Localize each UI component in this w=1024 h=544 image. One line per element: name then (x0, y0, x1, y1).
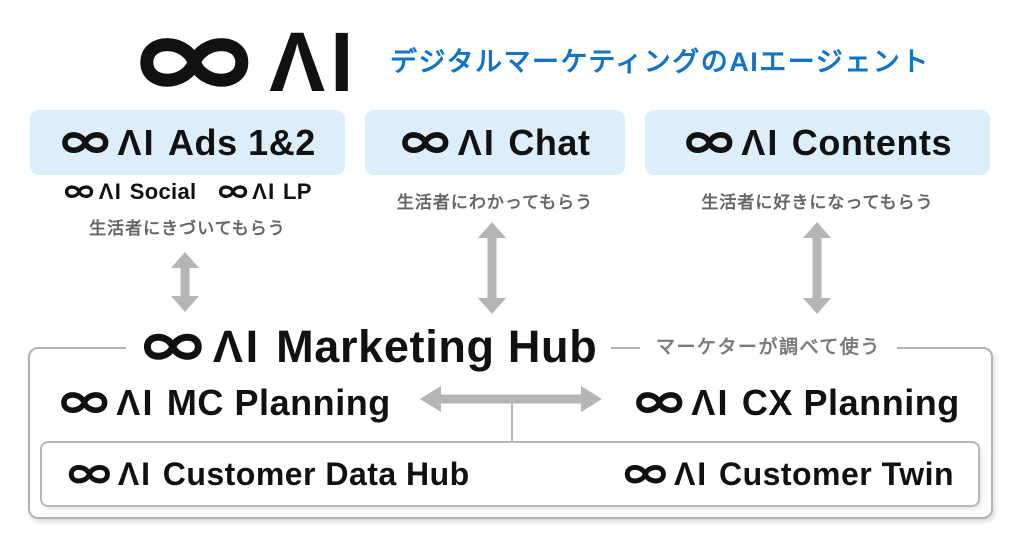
brand-ai-text: ΛI (457, 121, 497, 163)
data-layer-customer-data-hub: ΛI Customer Data Hub (66, 458, 470, 490)
infinity-icon (58, 390, 111, 415)
subproduct-name-social: Social (129, 179, 197, 204)
marketing-hub-note: マーケターが調べて使う (640, 336, 897, 360)
product-box-ads: ΛI Ads 1&2 (30, 110, 345, 175)
hub-module-cx-planning: ΛI CX Planning (633, 385, 960, 421)
product-name-chat: Chat (508, 121, 591, 163)
brand-ai-text: ΛI (691, 382, 730, 423)
vertical-double-arrow-icon (171, 252, 199, 312)
data-layer-name-cdh: Customer Data Hub (162, 456, 470, 492)
infinity-icon (683, 130, 736, 155)
infinity-icon (633, 390, 686, 415)
infinity-icon (140, 331, 206, 363)
subproduct-name-lp: LP (283, 179, 312, 204)
subproduct-lp: ΛI LP (217, 181, 312, 203)
tagline: デジタルマーケティングのAIエージェント (390, 47, 930, 77)
data-layer-customer-twin: ΛI Customer Twin (622, 458, 954, 490)
brand-ai-text: ΛI (117, 456, 152, 492)
vertical-double-arrow-icon (803, 222, 831, 314)
brand-ai-text: ΛI (116, 382, 155, 423)
infinity-icon (622, 463, 669, 485)
marketing-hub-title: ΛI Marketing Hub (126, 321, 612, 372)
subproduct-social: ΛI Social (63, 181, 196, 203)
infinity-icon (399, 130, 452, 155)
product-label-contents: ΛI Contents (683, 121, 953, 163)
infinity-icon (63, 184, 95, 199)
infinity-icon (66, 463, 113, 485)
brand-ai-text: ΛI (117, 121, 156, 163)
vertical-double-arrow-icon (478, 222, 506, 314)
module-name-cx: CX Planning (741, 382, 960, 423)
brand-logo: ΛI (133, 20, 359, 104)
product-name-contents: Contents (791, 121, 953, 163)
data-layer-name-twin: Customer Twin (719, 456, 954, 492)
product-label-ads: ΛI Ads 1&2 (59, 121, 316, 163)
product-label-chat: ΛI Chat (399, 121, 591, 163)
product-box-contents: ΛI Contents (645, 110, 990, 175)
module-name-mc: MC Planning (166, 382, 391, 423)
description-chat: 生活者にわかってもらう (396, 193, 594, 212)
infinity-icon (59, 130, 112, 155)
brand-ai-text: ΛI (674, 456, 709, 492)
brand-ai-text: ΛI (212, 321, 261, 372)
hub-module-mc-planning: ΛI MC Planning (58, 385, 391, 421)
description-contents: 生活者に好きになってもらう (701, 193, 934, 212)
data-layer-box: ΛI Customer Data Hub ΛI Customer Twin (40, 441, 980, 507)
product-box-chat: ΛI Chat (365, 110, 625, 175)
brand-ai-text: ΛI (98, 179, 123, 204)
hub-title-text: Marketing Hub (276, 321, 598, 372)
horizontal-double-arrow-icon (420, 386, 602, 412)
brand-ai-text: ΛI (741, 121, 780, 163)
product-name-ads: Ads 1&2 (168, 121, 316, 163)
connector-line (511, 399, 513, 443)
infinity-icon (217, 184, 249, 199)
infinity-icon (133, 33, 256, 92)
brand-ai-text: ΛI (269, 15, 359, 109)
subproducts-row: ΛI Social ΛI LP (30, 181, 345, 203)
brand-ai-text: ΛI (252, 179, 276, 204)
description-ads: 生活者にきづいてもらう (89, 219, 286, 238)
